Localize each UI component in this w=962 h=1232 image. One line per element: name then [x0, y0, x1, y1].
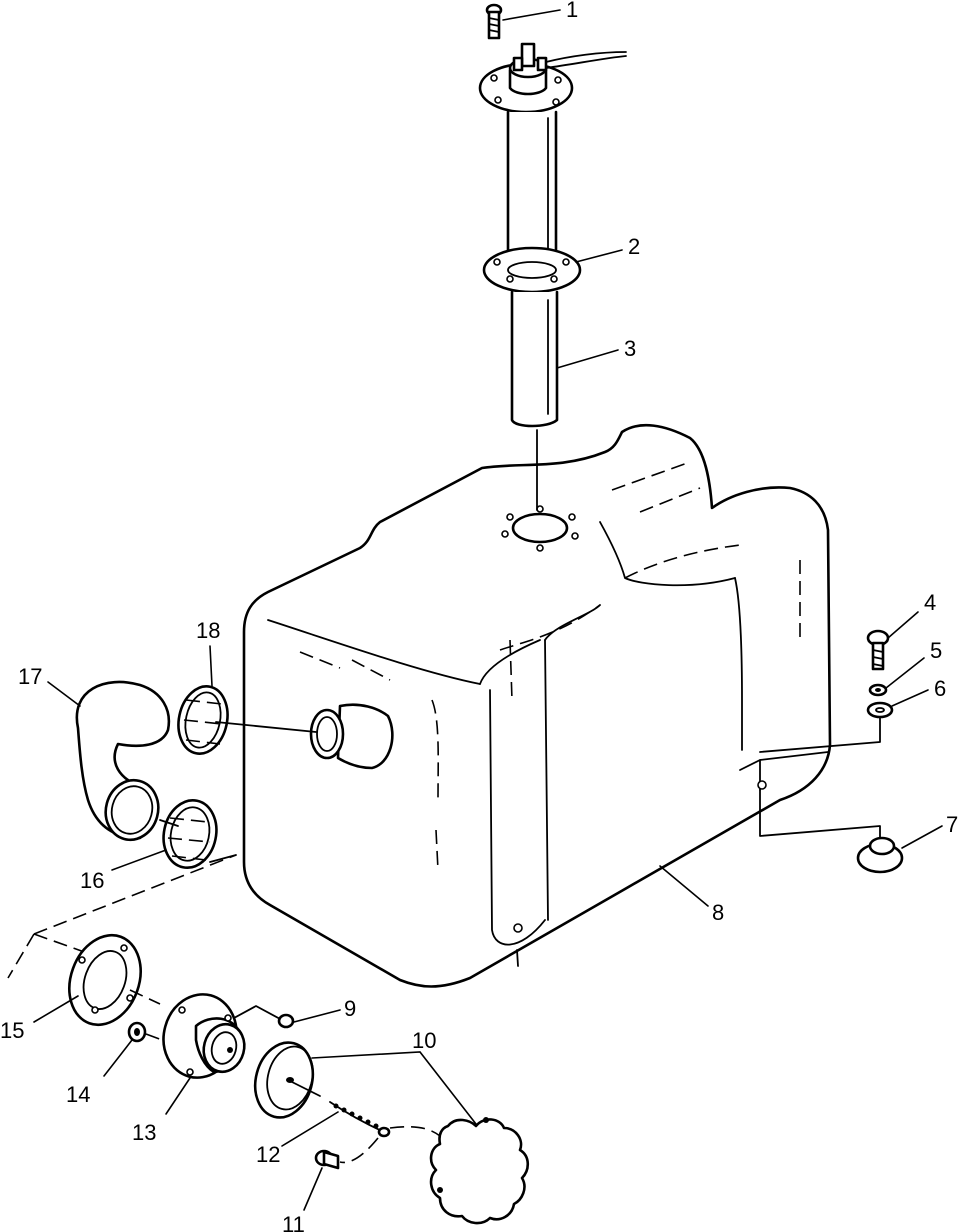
hose-part-17 — [75, 680, 171, 842]
callout-16: 16 — [80, 868, 104, 893]
callout-15: 15 — [0, 1018, 24, 1043]
filler-neck-part-13 — [162, 993, 246, 1079]
fuel-tank — [242, 423, 832, 988]
bolt-part-4 — [866, 629, 890, 671]
lock-washer-part-5 — [868, 683, 888, 697]
callout-11: 11 — [282, 1212, 305, 1232]
callout-3: 3 — [624, 336, 636, 361]
callout-2: 2 — [628, 234, 640, 259]
tether-part-12 — [329, 1101, 391, 1138]
gear-cap-part-10b — [429, 1117, 530, 1225]
grommet-part-7 — [856, 836, 904, 874]
hose-clamp-part-18 — [177, 685, 229, 755]
hose-path-line-2 — [159, 819, 179, 827]
callout-6: 6 — [934, 676, 946, 701]
cap-part-10 — [253, 1041, 315, 1119]
callout-10: 10 — [412, 1028, 436, 1053]
hose-clamp-part-16 — [162, 799, 218, 869]
washer-part-6 — [866, 701, 894, 719]
callout-1: 1 — [566, 0, 578, 22]
callout-13: 13 — [132, 1120, 156, 1145]
callout-7: 7 — [946, 812, 958, 837]
callout-5: 5 — [930, 638, 942, 663]
callout-12: 12 — [256, 1142, 280, 1167]
callout-9: 9 — [344, 996, 356, 1021]
grommet-path-line — [759, 789, 881, 839]
o-ring-part-9 — [277, 1013, 295, 1029]
screw-part-1 — [485, 3, 503, 40]
callout-14: 14 — [66, 1082, 90, 1107]
hose-path-line — [215, 721, 317, 733]
filler-path-line-2 — [7, 933, 91, 979]
callout-8: 8 — [712, 900, 724, 925]
plug-part-11 — [314, 1149, 340, 1170]
nut-part-14 — [127, 1021, 147, 1043]
bolt-path-line — [759, 717, 881, 753]
filler-path-line — [33, 854, 237, 935]
callout-17: 17 — [18, 664, 42, 689]
tether-line — [291, 1081, 321, 1097]
gasket-part-15 — [68, 933, 142, 1027]
callout-4: 4 — [924, 590, 936, 615]
callout-18: 18 — [196, 618, 220, 643]
fuel-sender-unit — [478, 3, 627, 511]
